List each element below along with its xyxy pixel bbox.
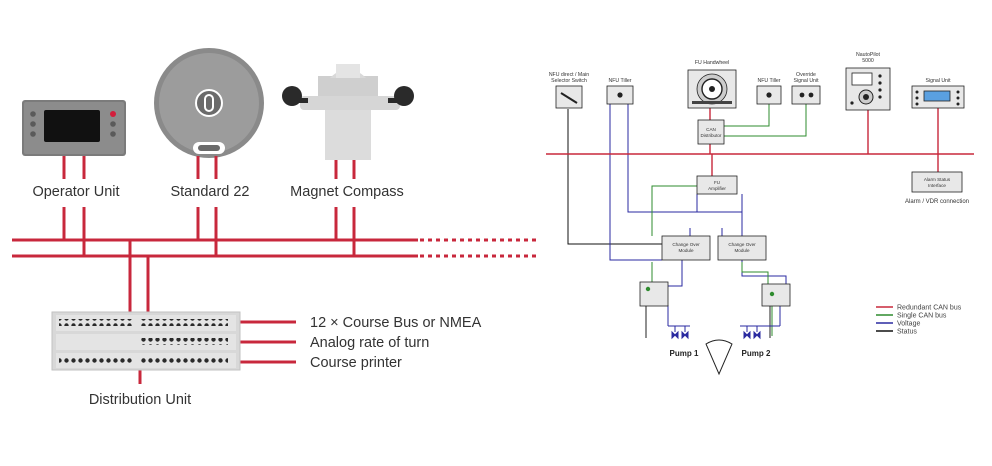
change-over-right-label: Change Over	[728, 242, 756, 247]
valve-unit-left	[639, 281, 669, 338]
valve-unit-right	[761, 283, 791, 338]
can-distributor	[697, 119, 725, 145]
dist-output-rate-of-turn: Analog rate of turn	[310, 335, 429, 351]
fu-handwheel	[687, 69, 737, 109]
nautopilot-label: NautoPilot	[856, 52, 880, 58]
operator-unit-label: Operator Unit	[32, 184, 119, 200]
override-signal-label: Override	[796, 72, 816, 78]
legend-label-status: Status	[897, 329, 917, 336]
dist-output-course-bus: 12 × Course Bus or NMEA	[310, 315, 482, 331]
alarm-vdr-connection-label: Alarm / VDR connection	[905, 199, 969, 205]
rudder-icon	[705, 339, 733, 376]
redundant-can-wires	[546, 108, 974, 176]
alarm-status-label-2: Interface	[928, 183, 946, 188]
nfu-direct-selector-switch	[555, 85, 583, 109]
can-distributor-label: CAN	[706, 127, 716, 132]
fu-amplifier-label: FU	[714, 180, 720, 185]
legend-label-redundant-can: Redundant CAN bus	[897, 305, 962, 312]
signal-unit-label: Signal Unit	[925, 78, 951, 84]
fu-amplifier-label-2: Amplifier	[708, 186, 726, 191]
override-signal-label-2: Signal Unit	[793, 78, 819, 84]
can-distributor-label-2: Distributor	[701, 133, 722, 138]
legend-label-voltage: Voltage	[897, 321, 920, 328]
signal-unit	[911, 85, 965, 109]
nfu-direct-label-2: Selector Switch	[551, 78, 587, 84]
change-over-module-left	[661, 235, 711, 261]
status-wires	[567, 109, 662, 245]
nfu-tiller-right-label: NFU Tiller	[757, 78, 780, 84]
fu-amplifier	[696, 175, 738, 195]
pump-2-valves-icon	[740, 325, 780, 340]
alarm-status-label: Alarm Status	[924, 177, 951, 182]
dist-output-course-printer: Course printer	[310, 355, 402, 371]
change-over-module-right	[717, 235, 767, 261]
magnet-compass-device	[282, 64, 414, 160]
nfu-direct-label: NFU direct / Main	[549, 72, 589, 78]
nfu-tiller-right	[756, 85, 782, 105]
legend-label-single-can: Single CAN bus	[897, 313, 947, 320]
operator-unit-device	[22, 100, 126, 156]
change-over-left-label: Change Over	[672, 242, 700, 247]
change-over-right-label-2: Module	[734, 248, 750, 253]
nautopilot-5000	[845, 67, 891, 111]
nfu-tiller-left	[606, 85, 634, 105]
magnet-compass-label: Magnet Compass	[290, 184, 404, 200]
legend: Redundant CAN bus Single CAN bus Voltage…	[876, 305, 962, 336]
standard-22-label: Standard 22	[170, 184, 249, 200]
fu-handwheel-label: FU Handwheel	[695, 60, 729, 66]
distribution-unit-device	[51, 311, 241, 371]
pump-1-label: Pump 1	[670, 349, 699, 358]
left-bus-lines	[12, 156, 540, 384]
change-over-left-label-2: Module	[678, 248, 694, 253]
nautopilot-label-2: 5000	[862, 58, 874, 64]
pump-1-valves-icon	[668, 325, 690, 340]
standard-22-device	[154, 48, 264, 158]
override-signal-unit	[791, 85, 821, 105]
pump-2-label: Pump 2	[742, 349, 771, 358]
nfu-tiller-left-label: NFU Tiller	[608, 78, 631, 84]
alarm-status-interface	[911, 171, 963, 193]
distribution-unit-label: Distribution Unit	[89, 392, 191, 408]
